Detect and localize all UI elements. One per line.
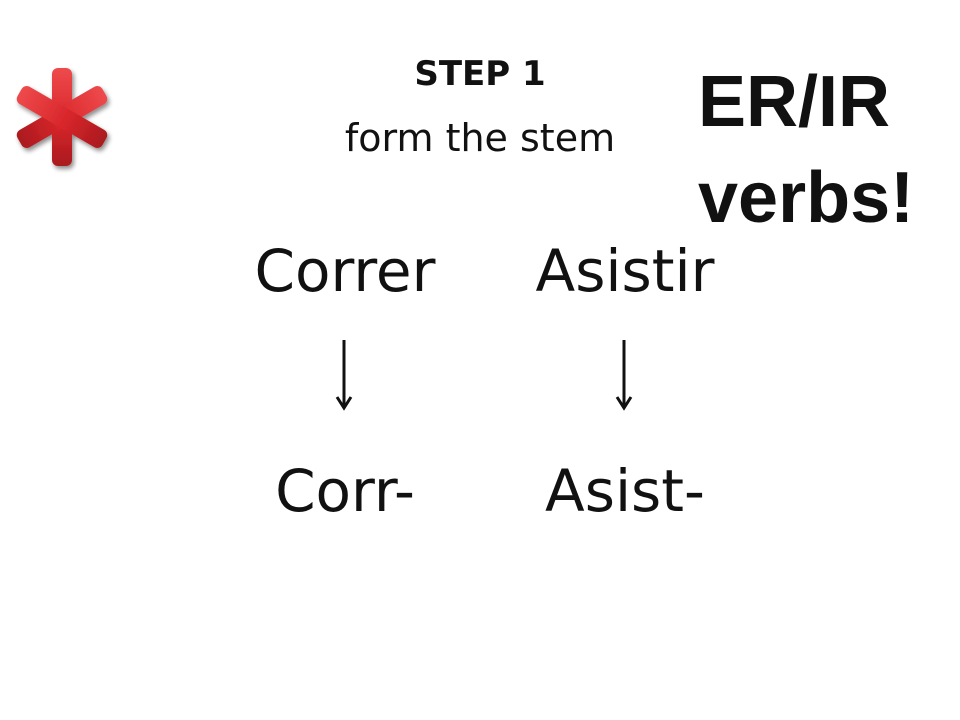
- step-subtitle: form the stem: [344, 116, 616, 160]
- arrow-down-icon: [335, 340, 353, 411]
- badge-verb-type: ER/IR: [698, 62, 891, 142]
- asterisk-icon: [16, 68, 108, 166]
- badge-verbs-label: verbs!: [698, 158, 915, 238]
- infinitive-asistir: Asistir: [535, 237, 715, 305]
- step-title: STEP 1: [414, 54, 546, 94]
- stem-corr: Corr-: [275, 457, 415, 525]
- infinitive-correr: Correr: [254, 237, 436, 305]
- arrow-down-icon: [615, 340, 633, 411]
- stem-asist: Asist-: [545, 457, 705, 525]
